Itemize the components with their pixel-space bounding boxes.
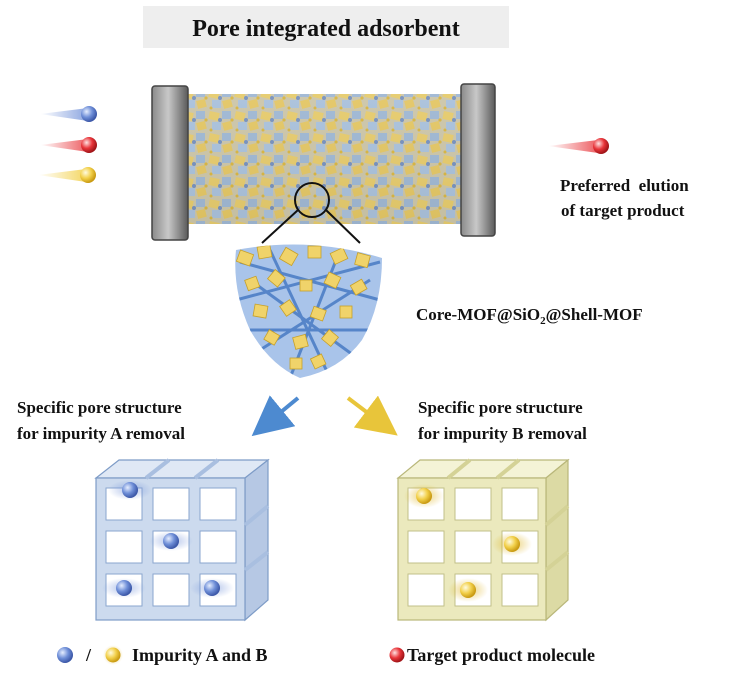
adsorbent-column xyxy=(151,83,496,244)
column-cap-left xyxy=(152,86,188,240)
zoom-line-right xyxy=(325,209,361,244)
left-caption-line1: Specific pore structure xyxy=(17,398,182,417)
impurity-b-molecule-incoming xyxy=(38,167,96,183)
trapped-impurity-a-3 xyxy=(102,578,146,598)
legend-impurity-b-icon xyxy=(103,645,123,665)
pore-frame-impurity-b xyxy=(396,458,570,622)
core-shell-particle xyxy=(235,244,382,378)
left-caption-line2: for impurity A removal xyxy=(17,424,185,443)
trapped-impurity-b-1 xyxy=(404,484,444,508)
arrow-to-impurity-b xyxy=(346,395,398,436)
legend-target-icon xyxy=(389,647,405,663)
legend-target-label: Target product molecule xyxy=(407,645,595,665)
right-caption-line1: Specific pore structure xyxy=(418,398,583,417)
column-cap-right xyxy=(461,84,495,236)
pore-frame-impurity-a xyxy=(94,458,270,622)
title-banner: Pore integrated adsorbent xyxy=(143,6,509,48)
impurity-a-molecule-incoming xyxy=(40,106,97,122)
legend-impurity-label: Impurity A and B xyxy=(132,645,268,665)
trapped-impurity-b-2 xyxy=(492,532,532,556)
legend: / Impurity A and B Target product molecu… xyxy=(57,645,595,665)
right-caption-line2: for impurity B removal xyxy=(418,424,587,443)
trapped-impurity-a-1 xyxy=(108,480,152,500)
page-title: Pore integrated adsorbent xyxy=(192,16,460,42)
trapped-impurity-a-2 xyxy=(149,531,193,551)
elution-label-line1: Preferred elution xyxy=(560,176,689,195)
zoom-circle xyxy=(294,182,330,218)
trapped-impurity-b-3 xyxy=(448,578,488,602)
target-molecule-incoming xyxy=(40,137,97,153)
zoom-line-left xyxy=(261,209,299,244)
legend-impurity-a-icon xyxy=(57,647,73,663)
arrow-to-impurity-a xyxy=(251,395,300,437)
incoming-molecules xyxy=(38,106,97,183)
elution-label-line2: of target product xyxy=(561,201,685,220)
core-shell-label: Core-MOF@SiO2@Shell-MOF xyxy=(416,305,643,327)
trapped-impurity-a-4 xyxy=(190,578,234,598)
eluted-target-molecule xyxy=(548,138,609,154)
legend-separator: / xyxy=(85,645,92,665)
